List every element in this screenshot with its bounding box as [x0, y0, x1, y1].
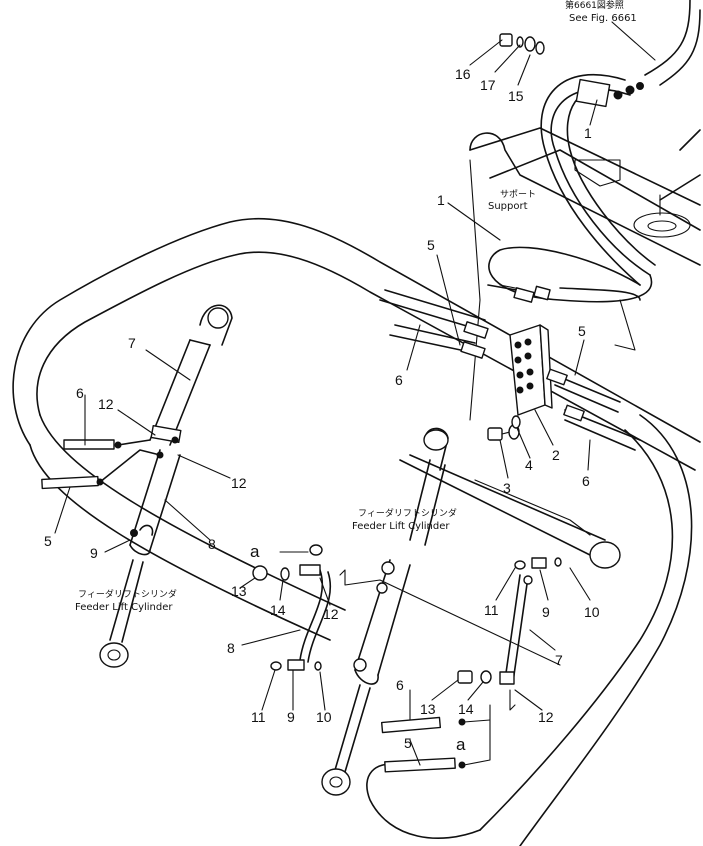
callout-6-upper: 6: [395, 372, 403, 388]
callout-12-lower: 12: [538, 709, 554, 725]
support-label-en: Support: [488, 201, 528, 212]
callout-13-lower: 13: [420, 701, 436, 717]
see-fig-note-jp: 第6661図参照: [565, 0, 624, 11]
support-label-jp: サポート: [500, 189, 536, 200]
callouts: 16 17 15 1 1 5 6 5 2 3 4 6 7 6 12 12 5 9…: [44, 66, 600, 751]
connection-mark-a-lower: a: [456, 735, 466, 754]
left-hoses: [41, 439, 161, 490]
callout-5-upper: 5: [427, 237, 435, 253]
callout-6-lower: 6: [396, 677, 404, 693]
callout-4: 4: [525, 457, 533, 473]
callout-12-center: 12: [323, 606, 339, 622]
callout-9-center: 9: [287, 709, 295, 725]
callout-1-lower: 1: [437, 192, 445, 208]
callout-3: 3: [503, 480, 511, 496]
top-hose-bundle: [488, 0, 701, 303]
lower-hoses: [380, 704, 491, 773]
feeder-cylinder-center-en: Feeder Lift Cylinder: [352, 521, 450, 532]
top-small-parts: [499, 33, 545, 55]
feeder-cylinder-center-jp: フィーダリフトシリンダ: [358, 507, 457, 519]
see-fig-note-en: See Fig. 6661: [569, 13, 637, 24]
callout-9-right: 9: [542, 604, 550, 620]
feeder-cylinder-left-en: Feeder Lift Cylinder: [75, 602, 173, 613]
callout-16: 16: [455, 66, 471, 82]
callout-5-lower: 5: [404, 735, 412, 751]
leader-lines: [54, 21, 656, 766]
callout-9-left: 9: [90, 545, 98, 561]
bolt-and-washer: [487, 415, 521, 441]
callout-14-center: 14: [270, 602, 286, 618]
connection-mark-a-upper: a: [250, 542, 260, 561]
callout-2: 2: [552, 447, 560, 463]
frame-bar: [12, 217, 701, 846]
callout-12-left-lower: 12: [231, 475, 247, 491]
callout-7-right: 7: [555, 652, 563, 668]
callout-10-right: 10: [584, 604, 600, 620]
callout-11-center: 11: [251, 709, 266, 725]
callout-12-left-upper: 12: [98, 396, 114, 412]
callout-11-right: 11: [484, 602, 499, 618]
callout-5-right: 5: [578, 323, 586, 339]
center-cylinder: [321, 427, 621, 796]
callout-17: 17: [480, 77, 496, 93]
callout-8-left: 8: [208, 536, 216, 552]
upper-hoses: [379, 284, 641, 451]
callout-14-lower: 14: [458, 701, 474, 717]
callout-5-left: 5: [44, 533, 52, 549]
callout-7-left: 7: [128, 335, 136, 351]
callout-6-right: 6: [582, 473, 590, 489]
callout-10-center: 10: [316, 709, 332, 725]
support-plate: [469, 127, 701, 421]
manifold-block: [509, 324, 553, 416]
callout-1-upper: 1: [584, 125, 592, 141]
callout-13-center: 13: [231, 583, 247, 599]
callout-15: 15: [508, 88, 524, 104]
callout-8-center: 8: [227, 640, 235, 656]
left-cylinder: [99, 304, 233, 668]
detail-pipe-left: [252, 544, 561, 671]
feeder-cylinder-left-jp: フィーダリフトシリンダ: [78, 588, 177, 600]
detail-pipe-right: [457, 557, 562, 711]
callout-6-left: 6: [76, 385, 84, 401]
